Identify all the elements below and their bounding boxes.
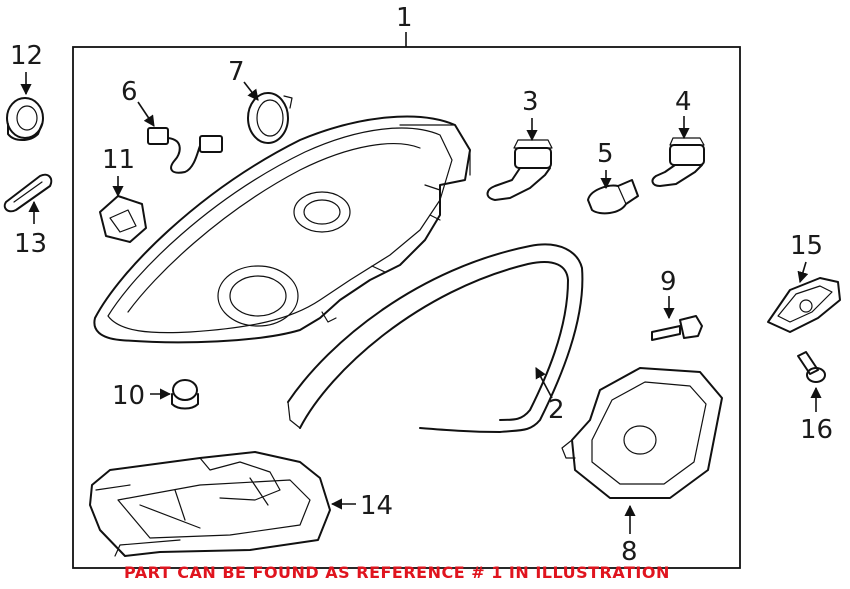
callout-12: 12 — [10, 41, 43, 71]
bulb-cover-ring — [247, 92, 293, 144]
callout-5: 5 — [597, 139, 614, 169]
wire-connector — [147, 127, 223, 174]
grommet — [171, 379, 199, 410]
bulb-h7-small — [651, 137, 705, 187]
callout-7: 7 — [228, 57, 245, 87]
headlight-cover-bracket — [561, 367, 723, 499]
adjuster-cap — [6, 97, 44, 141]
leader-2 — [535, 367, 553, 399]
control-module — [767, 277, 841, 333]
bulb-h7-large — [486, 139, 553, 201]
callout-6: 6 — [121, 77, 138, 107]
retaining-clip — [99, 195, 147, 243]
callout-14: 14 — [360, 491, 393, 521]
callout-9: 9 — [660, 267, 677, 297]
reflector-strip — [3, 173, 53, 213]
callout-16: 16 — [800, 415, 833, 445]
headlight-housing — [93, 115, 471, 344]
callout-15: 15 — [790, 231, 823, 261]
callout-4: 4 — [675, 87, 692, 117]
bulb-wedge — [587, 179, 639, 215]
seal-gasket — [287, 243, 584, 433]
callout-1: 1 — [396, 3, 413, 33]
screw — [797, 351, 826, 383]
callout-2: 2 — [548, 395, 565, 425]
callout-8: 8 — [621, 537, 638, 567]
callout-10: 10 — [112, 381, 145, 411]
callout-13: 13 — [14, 229, 47, 259]
leader-15 — [797, 261, 809, 284]
leader-6 — [137, 101, 155, 127]
reference-note: PART CAN BE FOUND AS REFERENCE # 1 IN IL… — [124, 563, 670, 582]
leader-7 — [243, 81, 259, 101]
callout-3: 3 — [522, 87, 539, 117]
bolt — [651, 315, 703, 341]
callout-11: 11 — [102, 145, 135, 175]
ballast-tray — [89, 451, 331, 557]
